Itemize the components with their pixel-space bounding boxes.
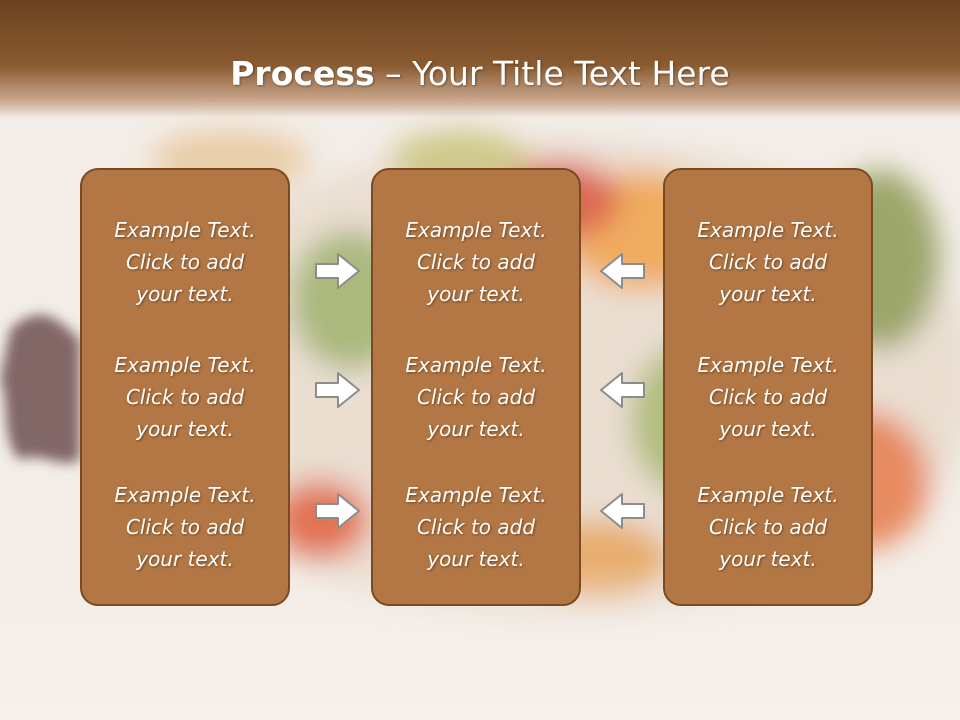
text-block[interactable]: Example Text. Click to add your text. — [665, 479, 871, 575]
text-block[interactable]: Example Text. Click to add your text. — [82, 349, 288, 445]
title-bold: Process — [230, 54, 375, 93]
text-line: your text. — [427, 547, 525, 571]
text-line: Example Text. — [697, 483, 839, 507]
text-block[interactable]: Example Text. Click to add your text. — [665, 214, 871, 310]
text-block[interactable]: Example Text. Click to add your text. — [82, 214, 288, 310]
process-box-left[interactable]: Example Text. Click to add your text. Ex… — [80, 168, 290, 606]
text-block[interactable]: Example Text. Click to add your text. — [373, 349, 579, 445]
text-line: Click to add — [125, 515, 245, 539]
slide-title[interactable]: Process – Your Title Text Here — [0, 52, 960, 96]
text-line: your text. — [719, 547, 817, 571]
text-block[interactable]: Example Text. Click to add your text. — [373, 214, 579, 310]
text-line: Click to add — [125, 385, 245, 409]
text-line: Click to add — [708, 250, 828, 274]
right-arrow-icon — [315, 493, 360, 529]
title-rest: – Your Title Text Here — [374, 54, 730, 93]
text-line: Click to add — [416, 385, 536, 409]
text-block[interactable]: Example Text. Click to add your text. — [373, 479, 579, 575]
text-line: Example Text. — [405, 483, 547, 507]
left-arrow-icon — [600, 493, 645, 529]
right-arrow-icon — [315, 253, 360, 289]
left-arrow-icon — [600, 253, 645, 289]
text-line: your text. — [719, 417, 817, 441]
text-line: Click to add — [125, 250, 245, 274]
text-line: your text. — [427, 282, 525, 306]
text-line: Click to add — [708, 385, 828, 409]
text-line: Example Text. — [405, 218, 547, 242]
text-block[interactable]: Example Text. Click to add your text. — [82, 479, 288, 575]
title-band — [0, 0, 960, 118]
left-arrow-icon — [600, 372, 645, 408]
text-line: Example Text. — [697, 353, 839, 377]
text-line: Example Text. — [697, 218, 839, 242]
text-block[interactable]: Example Text. Click to add your text. — [665, 349, 871, 445]
text-line: Example Text. — [114, 218, 256, 242]
text-line: Click to add — [416, 515, 536, 539]
right-arrow-icon — [315, 372, 360, 408]
text-line: Example Text. — [405, 353, 547, 377]
text-line: Example Text. — [114, 483, 256, 507]
text-line: your text. — [136, 282, 234, 306]
text-line: your text. — [136, 417, 234, 441]
text-line: your text. — [136, 547, 234, 571]
text-line: Example Text. — [114, 353, 256, 377]
text-line: your text. — [427, 417, 525, 441]
process-box-center[interactable]: Example Text. Click to add your text. Ex… — [371, 168, 581, 606]
text-line: Click to add — [416, 250, 536, 274]
process-box-right[interactable]: Example Text. Click to add your text. Ex… — [663, 168, 873, 606]
text-line: Click to add — [708, 515, 828, 539]
text-line: your text. — [719, 282, 817, 306]
